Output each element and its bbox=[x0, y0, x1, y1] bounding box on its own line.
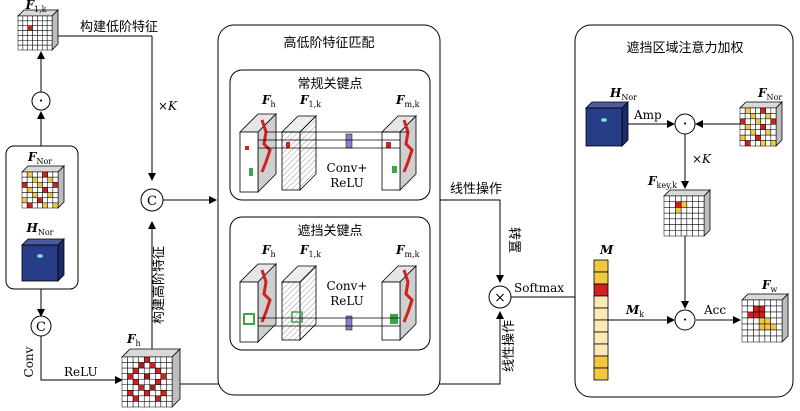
conv-label: Conv bbox=[22, 346, 36, 377]
matching-title: 高低阶特征匹配 bbox=[283, 35, 374, 51]
conv-relu-arrow bbox=[40, 336, 123, 384]
build-low-label: 构建低阶特征 bbox=[80, 20, 158, 35]
linear-op-label-2: 线性操作 bbox=[501, 320, 517, 372]
transpose-label: 转置 bbox=[506, 227, 521, 253]
dot-operator-symbol: · bbox=[38, 91, 43, 110]
fw-cube bbox=[741, 293, 789, 343]
times-k-label: ×K bbox=[158, 99, 178, 113]
reg-fh-label: Fh bbox=[261, 93, 276, 109]
m-label: M bbox=[599, 243, 614, 257]
relu-label: ReLU bbox=[64, 365, 98, 379]
times-operator-symbol: × bbox=[494, 290, 506, 306]
build-high-label: 构建高阶特征 bbox=[151, 246, 167, 324]
acc-label: Acc bbox=[703, 303, 726, 317]
reg-conv-label: Conv+ bbox=[327, 161, 368, 175]
occluded-keypoints-label: 遮挡关键点 bbox=[297, 223, 362, 239]
hnor-label: HNor bbox=[26, 221, 54, 237]
fkey-label: Fkey,k bbox=[647, 174, 677, 190]
right-dot-symbol-1: · bbox=[682, 114, 687, 133]
fh-cube bbox=[121, 348, 181, 408]
matching-to-times-arrow bbox=[440, 199, 504, 283]
occ-relu-label: ReLU bbox=[330, 294, 364, 308]
fh-label: Fh bbox=[126, 332, 141, 348]
right-hnor-cube bbox=[585, 101, 629, 147]
right-times-k-label: ×K bbox=[692, 152, 712, 166]
reg-relu-label: ReLU bbox=[330, 176, 364, 190]
right-dot-operator-2 bbox=[674, 309, 696, 331]
reg-f1k-label: F1,k bbox=[299, 93, 321, 109]
regular-keypoints-box bbox=[229, 69, 431, 201]
m-vector bbox=[593, 259, 609, 381]
reg-fmk-label: Fm,k bbox=[395, 93, 420, 109]
amp-label: Amp bbox=[633, 108, 662, 122]
occ-fmk-label: Fm,k bbox=[395, 243, 420, 259]
occ-f1k-label: F1,k bbox=[299, 243, 321, 259]
fkey-cube bbox=[663, 189, 711, 237]
f1k-top-cube bbox=[17, 9, 59, 51]
right-hnor-label: HNor bbox=[609, 86, 637, 102]
mk-label: Mk bbox=[625, 303, 644, 319]
fnor-label: FNor bbox=[27, 150, 52, 166]
right-fnor-label: FNor bbox=[757, 86, 782, 102]
fnor-cube bbox=[21, 165, 65, 209]
right-dot-symbol-2: · bbox=[682, 310, 687, 329]
softmax-label: Softmax bbox=[514, 281, 564, 295]
right-fnor-cube bbox=[739, 101, 783, 147]
attention-title: 遮挡区域注意力加权 bbox=[626, 40, 743, 56]
linear-op-label-1: 线性操作 bbox=[450, 181, 502, 197]
f1k-top-label: F1,k bbox=[24, 0, 46, 14]
dot-operator bbox=[31, 91, 51, 111]
c-operator-mid-symbol: C bbox=[147, 194, 157, 209]
fw-label: Fw bbox=[761, 278, 778, 294]
regular-slabs: Fh F1,k Fm,k bbox=[239, 93, 420, 193]
hnor-cube bbox=[21, 238, 65, 282]
regular-keypoints-label: 常规关键点 bbox=[297, 77, 362, 92]
attention-panel: 遮挡区域注意力加权 HNor Amp · FNor ×K Fkey,k bbox=[574, 24, 794, 398]
occluded-slabs: Fh F1,k Fm,k bbox=[239, 243, 420, 343]
occluded-keypoints-box bbox=[229, 216, 431, 351]
occ-fh-label: Fh bbox=[261, 243, 276, 259]
c-operator-left-symbol: C bbox=[36, 320, 46, 335]
occ-conv-label: Conv+ bbox=[327, 279, 368, 293]
left-column: F1,k 构建低阶特征 ×K · FNor HNor C Conv bbox=[5, 0, 504, 408]
connectors: 线性操作 转置 线性操作 × Softmax bbox=[440, 181, 591, 372]
matching-panel: 高低阶特征匹配 常规关键点 遮挡关键点 Fh F1,k Fm,k bbox=[217, 24, 441, 396]
